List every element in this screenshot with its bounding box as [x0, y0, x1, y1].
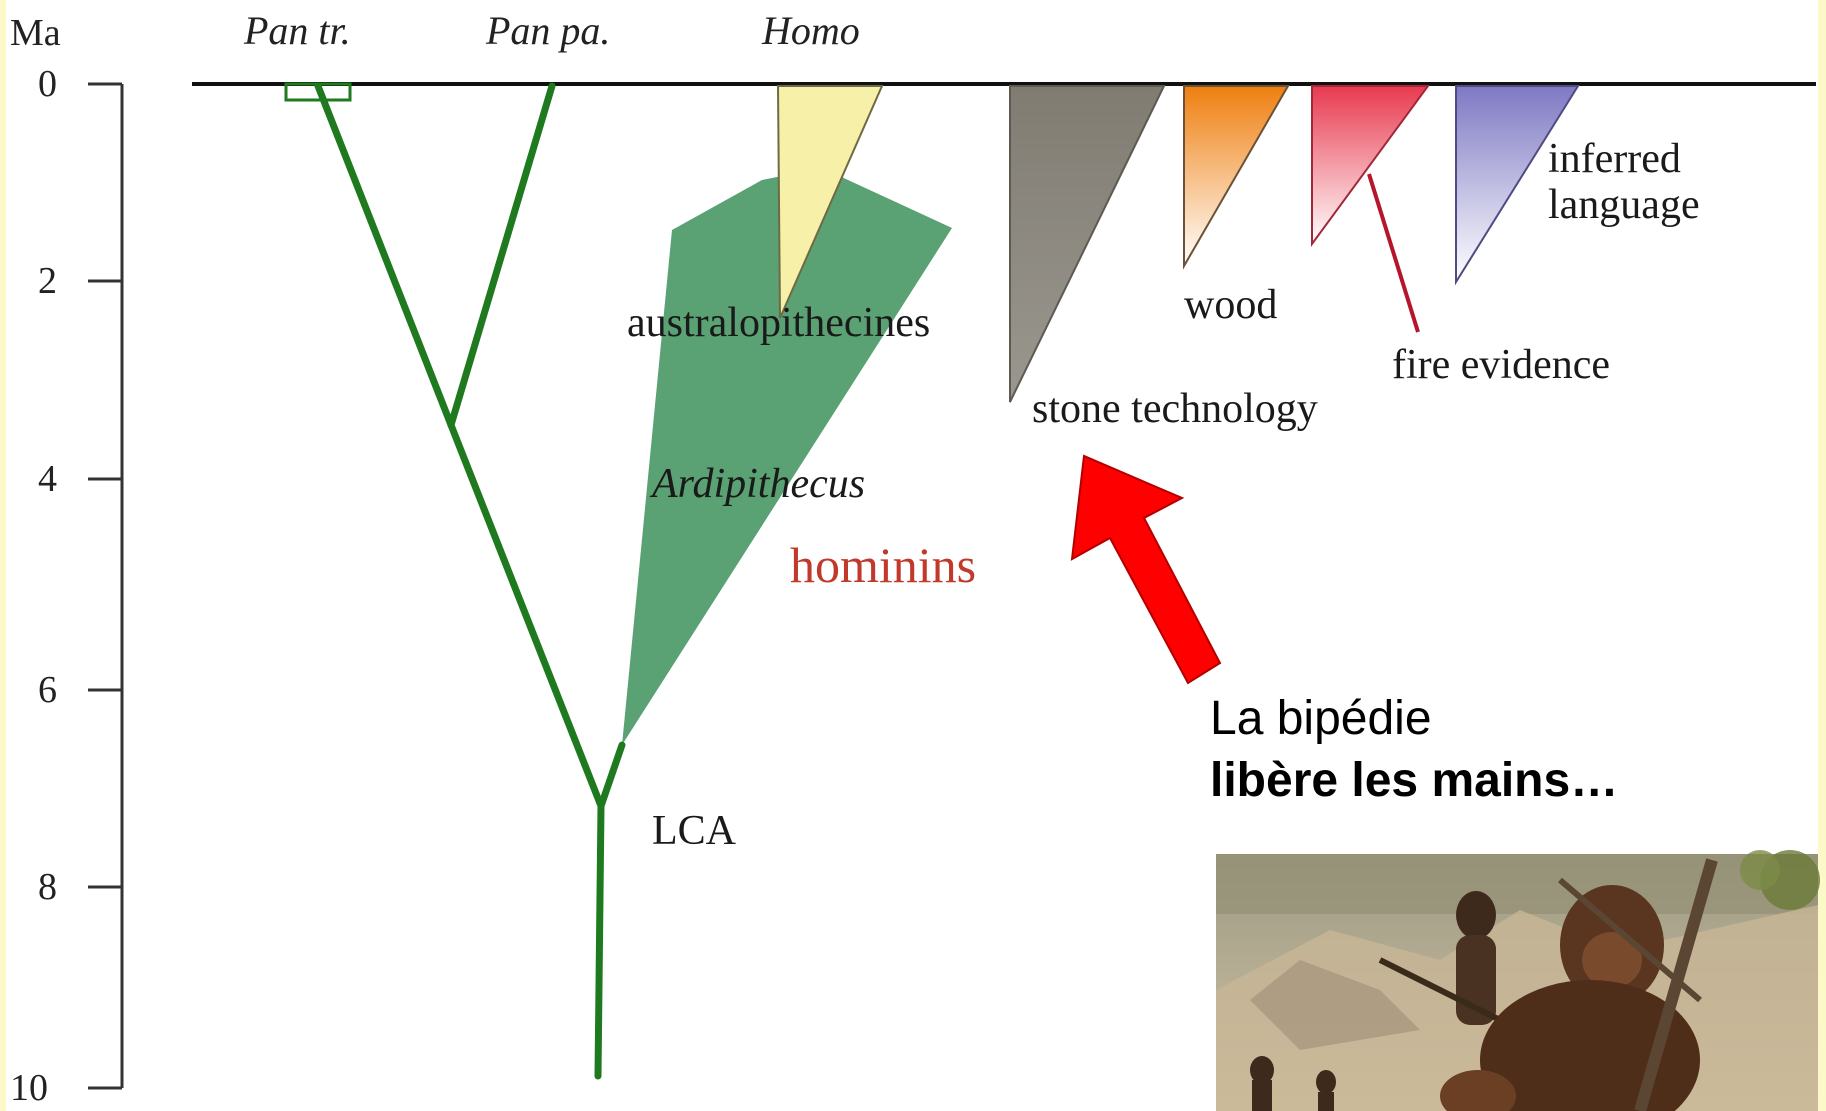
label-language: language: [1548, 182, 1700, 228]
label-hominins: hominins: [790, 537, 976, 593]
hominin-clade-wedge: [622, 168, 952, 745]
taxon-pan-troglodytes: Pan tr.: [243, 8, 351, 53]
axis-tick-label: 10: [10, 1067, 48, 1109]
pan-troglodytes-branch: [314, 82, 455, 429]
label-ardipithecus: Ardipithecus: [649, 461, 865, 507]
axis-tick-label: 6: [38, 669, 57, 711]
label-inferred: inferred: [1548, 136, 1681, 182]
pan-stem-branch: [447, 421, 605, 810]
axis-tick-0: 0: [38, 63, 122, 105]
taxon-homo: Homo: [761, 8, 860, 53]
caption-line-1: La bipédie: [1210, 692, 1432, 745]
axis-tick-2: 2: [38, 260, 122, 302]
label-australopithecines: australopithecines: [627, 300, 930, 346]
axis-tick-label: 2: [38, 260, 57, 302]
axis-unit: Ma: [10, 12, 61, 54]
pan-troglodytes-box: [284, 82, 352, 102]
axis-tick-label: 4: [38, 458, 57, 500]
hominin-branch: [597, 741, 626, 810]
red-arrow-icon: [1070, 454, 1222, 685]
time-axis: Ma 0 2 4 6 8 1: [10, 12, 124, 1109]
label-stone-technology: stone technology: [1032, 386, 1318, 432]
caption: La bipédie libère les mains…: [1210, 688, 1618, 812]
pan-paniscus-branch: [447, 82, 556, 429]
axis-tick-6: 6: [38, 669, 122, 711]
wood-wedge: [1183, 85, 1290, 270]
caption-line-2: libère les mains…: [1210, 754, 1619, 807]
fire-evidence-pointer: [1367, 173, 1420, 333]
homo-wedge: [776, 85, 884, 319]
label-fire-evidence: fire evidence: [1392, 342, 1610, 388]
language-wedge: [1455, 85, 1580, 286]
fire-wedge: [1311, 85, 1430, 248]
hominin-illustration: [1216, 850, 1820, 1111]
axis-tick-10: 10: [10, 1067, 122, 1109]
axis-tick-4: 4: [38, 458, 122, 500]
axis-tick-label: 0: [38, 63, 57, 105]
axis-tick-8: 8: [38, 866, 122, 908]
stone-technology-wedge: [1009, 85, 1166, 403]
stem-branch: [594, 802, 605, 1080]
axis-tick-label: 8: [38, 866, 57, 908]
phylogenetic-tree: [314, 82, 626, 1080]
label-wood: wood: [1184, 282, 1277, 328]
label-lca: LCA: [652, 808, 737, 854]
taxon-pan-paniscus: Pan pa.: [485, 8, 610, 53]
